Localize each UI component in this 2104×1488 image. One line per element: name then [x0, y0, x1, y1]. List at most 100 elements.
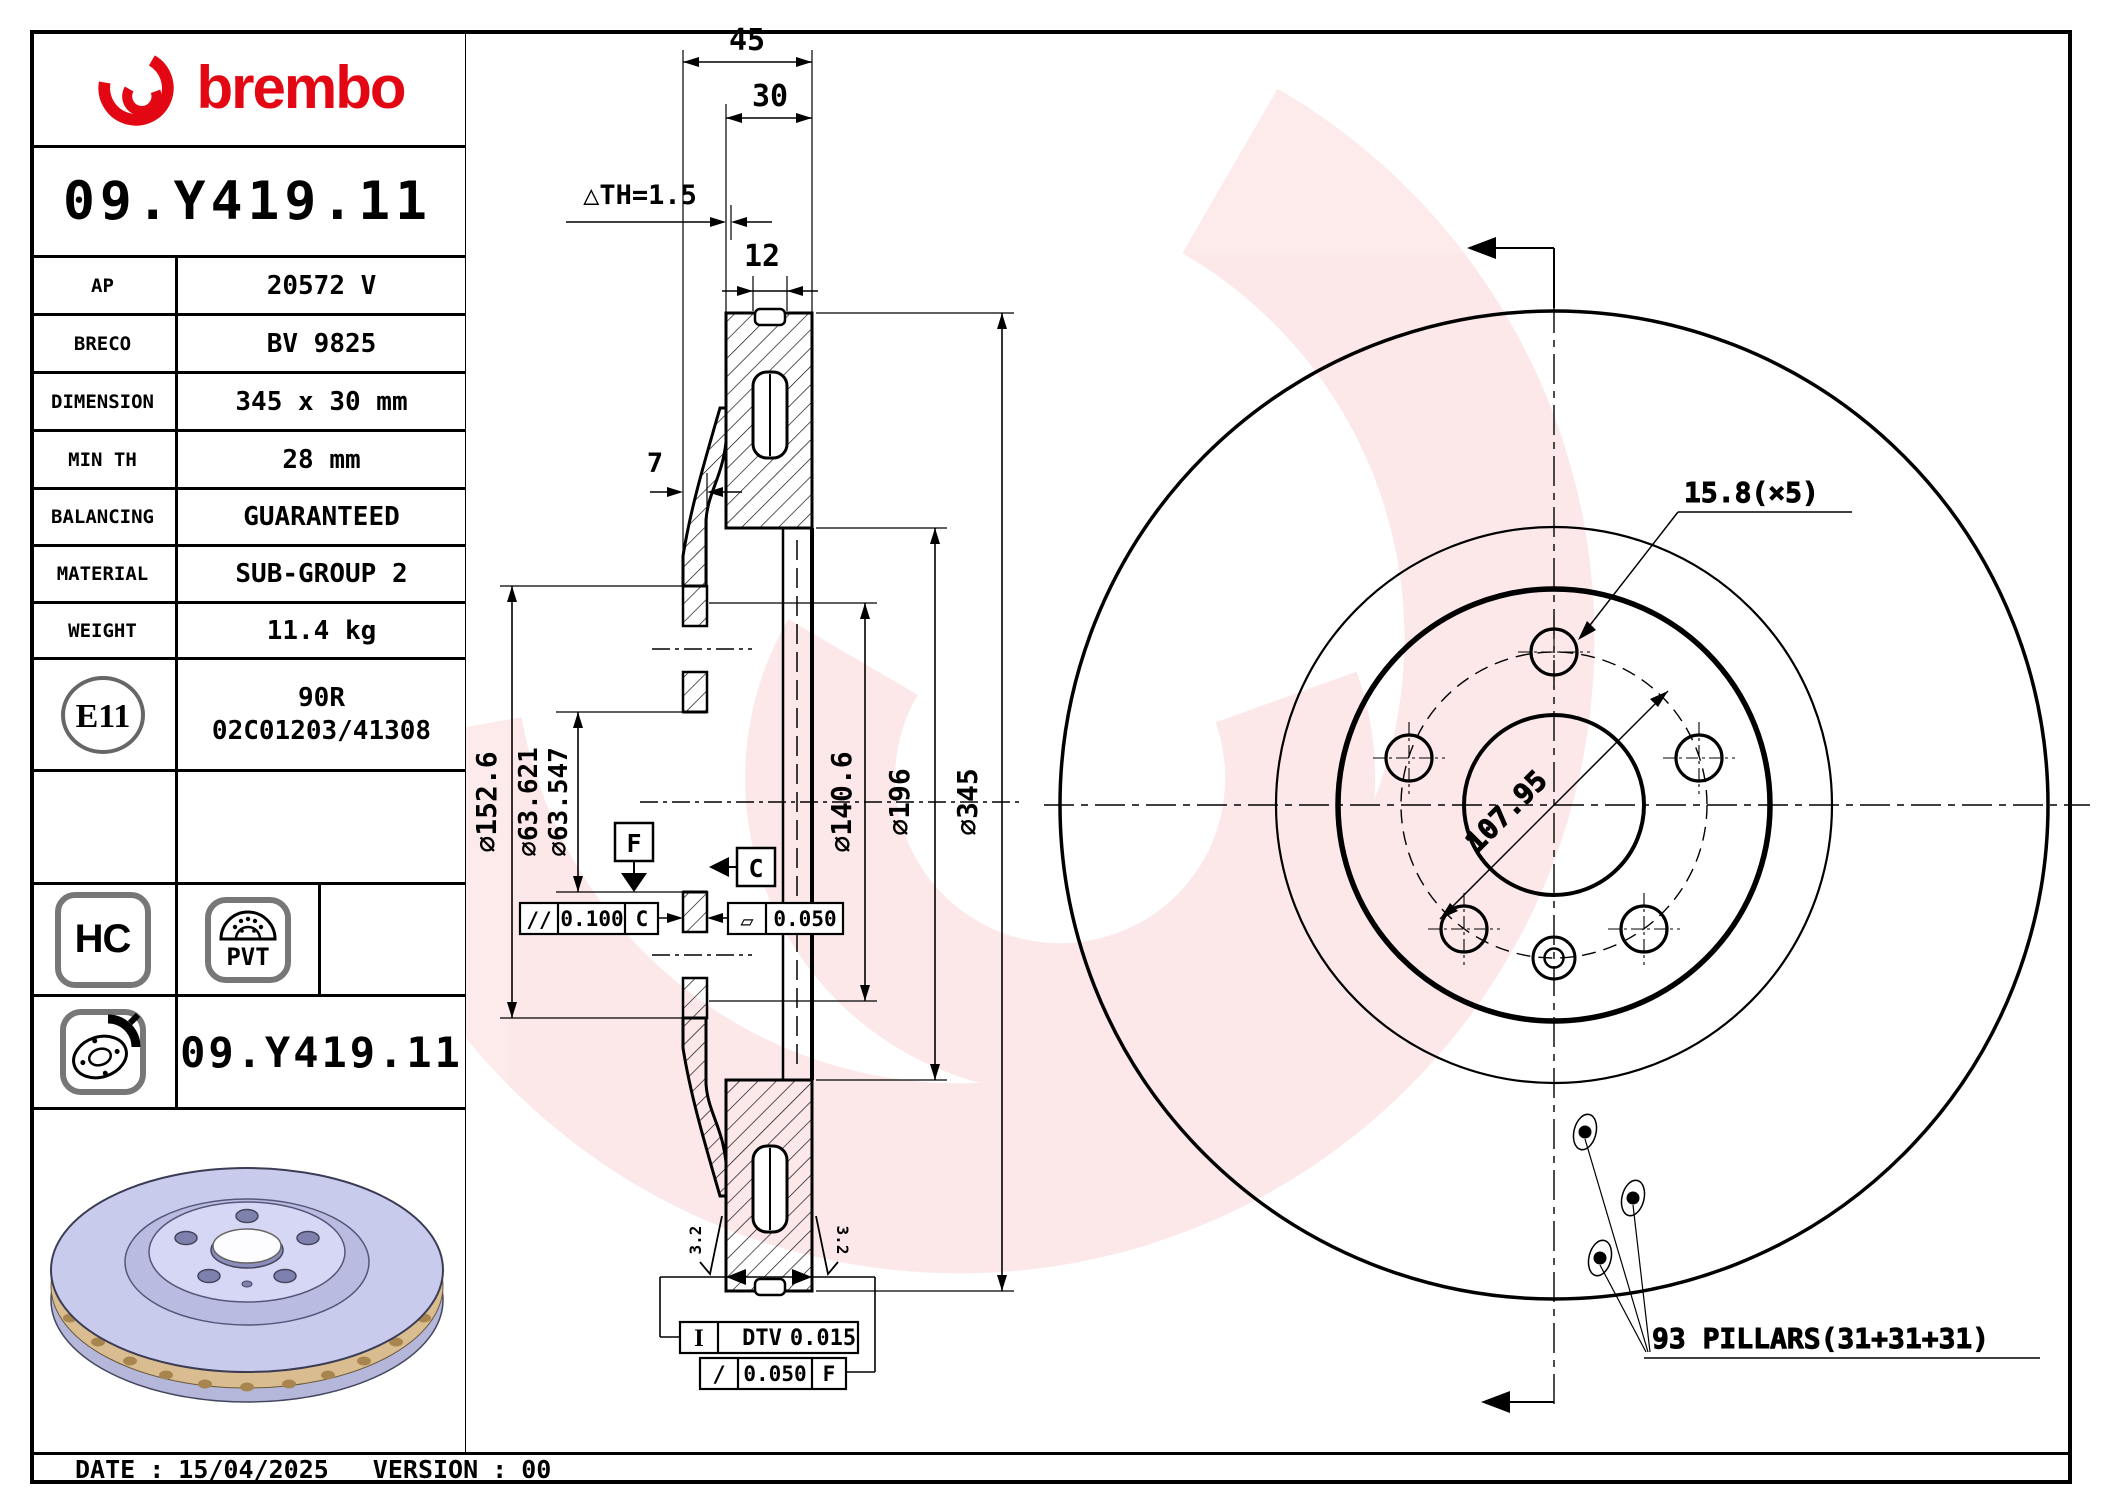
pvt-badge-text: PVT: [226, 943, 269, 971]
homologation-row: E11 90R 02C01203/41308: [30, 660, 465, 772]
spec-row-weight: WEIGHT 11.4 kg: [30, 604, 465, 660]
e11-mark-icon: E11: [60, 675, 145, 754]
dia-140: ⌀140.6: [825, 751, 858, 852]
render-bolt-holes: [174, 1208, 320, 1288]
footer-version: 00: [521, 1455, 552, 1484]
dim-th: △TH=1.5: [583, 180, 697, 211]
section-cut-arrows: [1467, 237, 1555, 1413]
dim-30: 30: [752, 79, 788, 114]
flange-seg-4: [681, 976, 709, 1020]
badges-row: HC PVT: [30, 885, 465, 997]
flange-seg-1: [681, 584, 709, 628]
svg-text:C: C: [636, 907, 649, 931]
bolt-holes: [1384, 627, 1724, 954]
part-number-row: 09.Y419.11: [30, 148, 465, 258]
runout-datum: F: [823, 1362, 836, 1386]
spec-label: BALANCING: [30, 490, 178, 544]
front-centerlines: [1044, 252, 2090, 1404]
spec-label: DIMENSION: [30, 374, 178, 429]
datum-c: C: [709, 846, 777, 888]
dimension-arrows: [507, 57, 1007, 1291]
gdt-dtv-runout: I DTV 0.015 / 0.050 F: [659, 1269, 876, 1391]
footer-date: 15/04/2025: [178, 1455, 329, 1484]
footer-version-label: VERSION: [372, 1455, 479, 1484]
footer-sep1: :: [149, 1455, 165, 1484]
pin-hole: [1531, 935, 1577, 981]
spec-value: 345 x 30 mm: [235, 386, 408, 417]
pillar-markers: [1572, 1113, 2040, 1359]
dia-196: ⌀196: [883, 768, 916, 835]
part-number: 09.Y419.11: [62, 171, 433, 232]
spec-row-dimension: DIMENSION 345 x 30 mm: [30, 374, 465, 432]
section-cut-metal: [681, 311, 814, 1293]
gdt-parallelism: // 0.100 C: [518, 901, 683, 936]
finish-left: 3.2: [686, 1226, 705, 1255]
homologation-line2: 02C01203/41308: [211, 715, 432, 746]
hat-neck-bottom: [681, 1016, 728, 1198]
empty-spec-row: [30, 772, 465, 885]
spec-label: WEIGHT: [30, 604, 178, 657]
bolt-circle-dim: [1439, 690, 1669, 920]
disc-caliper-icon: [59, 1009, 146, 1095]
e11-mark-text: E11: [75, 698, 130, 735]
footer-sep2: :: [492, 1455, 508, 1484]
extension-lines: [500, 50, 1014, 1292]
brand-logo-row: brembo: [30, 30, 465, 148]
spec-row-minth: MIN TH 28 mm: [30, 432, 465, 490]
svg-text:C: C: [748, 854, 763, 883]
section-view: 45 30 12 △TH=1.5 7 ⌀152.6 ⌀63.621 ⌀63.54…: [470, 23, 1020, 1391]
homologation-line1: 90R: [298, 683, 345, 713]
bolt-dim-label: 15.8(×5): [1684, 476, 1819, 509]
spec-label: AP: [30, 258, 178, 313]
dia-152: ⌀152.6: [470, 751, 503, 852]
bolt-dim-leader: [1578, 511, 1852, 640]
part-number-repeat: 09.Y419.11: [180, 1027, 463, 1077]
dimension-lines: [511, 61, 1003, 1291]
finish-right: 3.2: [833, 1226, 852, 1255]
dtv-value: 0.015: [790, 1326, 856, 1351]
vent-slots: [751, 307, 789, 1297]
pvt-badge-icon: PVT: [205, 896, 291, 983]
flange-seg-3: [681, 890, 709, 934]
surface-finish-marks: [699, 1215, 839, 1277]
sheet-border: [30, 30, 2072, 1484]
disc-render-row: [30, 1110, 465, 1452]
spec-value: 20572 V: [266, 270, 377, 301]
spec-value: BV 9825: [266, 328, 377, 359]
dtv-symbol: I: [694, 1325, 704, 1352]
pillars-label: 93 PILLARS(31+31+31): [1652, 1322, 1989, 1355]
disc-3d-render: [50, 1167, 444, 1403]
footer-bar: DATE : 15/04/2025 VERSION : 00: [30, 1452, 2072, 1484]
spec-value: SUB-GROUP 2: [235, 559, 408, 589]
spec-row-material: MATERIAL SUB-GROUP 2: [30, 547, 465, 604]
hc-badge: HC: [54, 891, 151, 988]
dia-345: ⌀345: [951, 768, 984, 835]
spec-label: MATERIAL: [30, 547, 178, 601]
dim-45: 45: [729, 23, 765, 58]
brand-wordmark: brembo: [196, 54, 406, 121]
runout-symbol: /: [712, 1363, 725, 1388]
spec-row-balancing: BALANCING GUARANTEED: [30, 490, 465, 547]
svg-text:▱: ▱: [740, 909, 754, 934]
dtv-label: DTV: [742, 1326, 782, 1351]
dim-12: 12: [744, 239, 780, 274]
spec-value: 11.4 kg: [266, 615, 377, 646]
svg-text:0.050: 0.050: [773, 907, 836, 931]
spec-value: 28 mm: [282, 444, 361, 475]
spec-row-ap: AP 20572 V: [30, 258, 465, 316]
svg-text://: //: [526, 908, 551, 932]
dia-63-upper: ⌀63.621: [514, 747, 544, 857]
brembo-logo-icon: [98, 54, 175, 126]
spec-label: BRECO: [30, 316, 178, 371]
brembo-watermark: [334, 88, 1595, 1274]
datum-f: F: [613, 821, 655, 892]
part-number-repeat-row: 09.Y419.11: [30, 997, 465, 1110]
dim-7: 7: [647, 448, 663, 479]
svg-text:F: F: [626, 829, 641, 858]
svg-text:0.100: 0.100: [560, 907, 623, 931]
gdt-flatness: ▱ 0.050: [707, 901, 845, 936]
bolt-hole-centermarks: [1373, 616, 1735, 965]
dia-63-lower: ⌀63.547: [544, 747, 574, 857]
spec-value: GUARANTEED: [243, 502, 400, 532]
